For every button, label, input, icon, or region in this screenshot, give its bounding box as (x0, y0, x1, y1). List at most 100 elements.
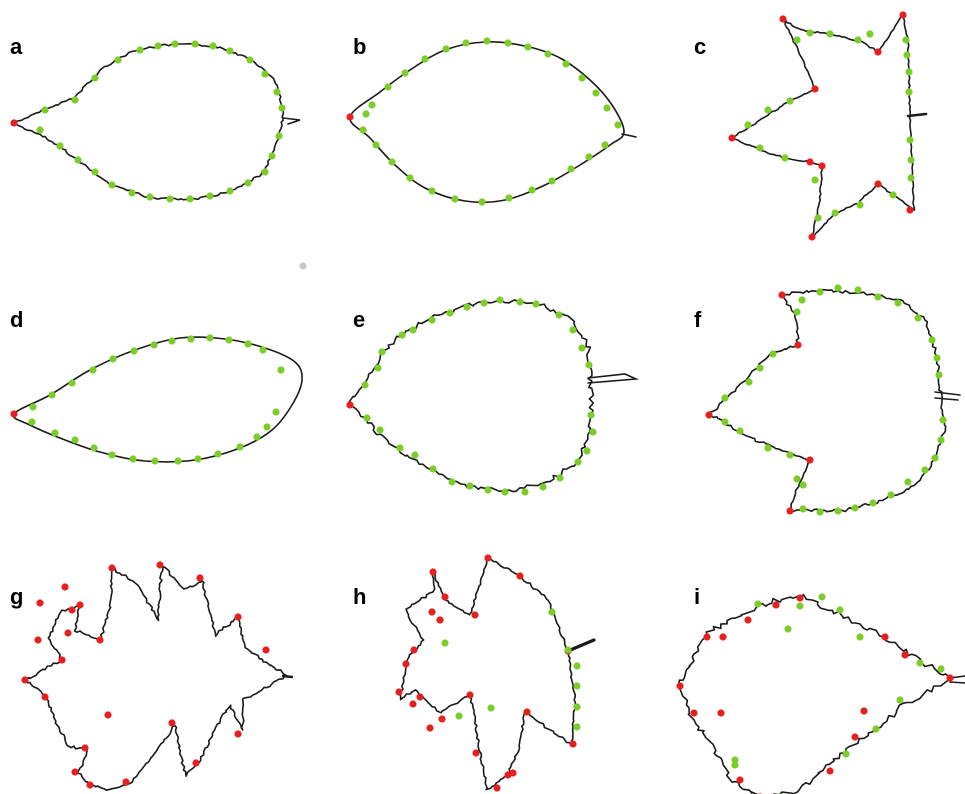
landmark-point-green (448, 478, 456, 486)
landmark-point-green (573, 723, 581, 731)
landmark-point-red (899, 11, 907, 19)
landmark-point-green (933, 354, 941, 362)
landmark-point-green (466, 482, 474, 490)
landmark-point-green (89, 366, 97, 374)
landmark-point-red (796, 594, 804, 602)
landmark-point-green (799, 481, 807, 489)
landmark-point-green (56, 142, 64, 150)
panel-label-a: a (10, 34, 23, 59)
landmark-point-green (931, 454, 939, 462)
landmark-point-green (781, 154, 789, 162)
landmark-point-red (402, 660, 410, 668)
leaf-i-outline (677, 593, 952, 794)
landmark-point-green (826, 30, 834, 38)
landmark-point-green (363, 414, 371, 422)
landmark-point-green (816, 508, 824, 516)
landmark-point-green (836, 606, 844, 614)
landmark-point-green (585, 361, 593, 369)
landmark-point-green (834, 507, 842, 515)
landmark-point-green (378, 348, 386, 356)
landmark-point-green (191, 40, 199, 48)
landmark-point-green (186, 195, 194, 203)
landmark-point-red (58, 656, 66, 664)
landmark-point-green (756, 144, 764, 152)
landmark-point-green (928, 336, 936, 344)
landmark-point-red (523, 708, 531, 716)
landmark-point-green (273, 88, 281, 96)
landmark-point-green (441, 639, 449, 647)
landmark-point-green (154, 42, 162, 50)
landmark-point-red (416, 693, 424, 701)
landmark-point-green (906, 136, 914, 144)
landmark-point-green (275, 132, 283, 140)
landmark-point-green (261, 70, 269, 78)
landmark-point-red (21, 676, 29, 684)
landmark-point-green (573, 662, 581, 670)
landmark-point-red (493, 784, 501, 792)
landmark-point-red (690, 709, 698, 717)
landmark-point-green (907, 156, 915, 164)
landmark-point-green (592, 89, 600, 97)
landmark-point-green (799, 505, 807, 513)
landmark-point-green (764, 444, 772, 452)
landmark-point-green (745, 378, 753, 386)
landmark-point-green (272, 408, 280, 416)
landmark-point-green (277, 366, 285, 374)
landmark-point-red (728, 134, 736, 142)
landmark-point-green (811, 176, 819, 184)
landmark-point-green (548, 608, 556, 616)
landmark-point-green (564, 646, 572, 654)
leaf-e-petiole (587, 373, 640, 384)
landmark-point-red (395, 688, 403, 696)
landmark-point-green (29, 403, 37, 411)
landmark-point-red (346, 401, 354, 409)
landmark-point-red (34, 636, 42, 644)
landmark-point-green (226, 187, 234, 195)
landmark-point-green (130, 347, 138, 355)
landmark-point-green (573, 703, 581, 711)
landmark-point-red (744, 616, 752, 624)
landmark-point-red (64, 629, 72, 637)
landmark-point-green (487, 704, 495, 712)
landmark-point-red (409, 700, 417, 708)
landmark-point-green (90, 444, 98, 452)
landmark-point-green (166, 195, 174, 203)
landmark-point-green (601, 141, 609, 149)
landmark-point-red (806, 456, 814, 464)
landmark-point-green (478, 198, 486, 206)
landmark-point-red (36, 599, 44, 607)
landmark-point-green (376, 426, 384, 434)
landmark-point-green (480, 299, 488, 307)
landmark-point-green (421, 55, 429, 63)
leaf-a-petiole (282, 117, 301, 125)
landmark-point-red (509, 769, 517, 777)
landmark-point-green (368, 101, 376, 109)
landmark-point-green (784, 625, 792, 633)
panel-label-h: h (353, 584, 367, 609)
landmark-point-green (578, 344, 586, 352)
landmark-point-red (441, 593, 449, 601)
landmark-point-green (896, 696, 904, 704)
landmark-point-green (754, 600, 762, 608)
landmark-point-green (51, 429, 59, 437)
landmark-point-red (122, 778, 130, 786)
landmark-point-green (406, 174, 414, 182)
landmark-point-red (234, 730, 242, 738)
panel-label-b: b (353, 34, 367, 59)
landmark-point-green (916, 659, 924, 667)
landmark-point-green (372, 141, 380, 149)
landmark-point-green (388, 158, 396, 166)
landmark-point-green (856, 201, 864, 209)
landmark-point-green (428, 187, 436, 195)
landmark-point-red (10, 410, 18, 418)
landmark-point-green (548, 177, 556, 185)
landmark-point-red (779, 15, 787, 23)
landmark-point-red (772, 601, 780, 609)
landmark-point-green (74, 156, 82, 164)
landmark-point-red (466, 691, 474, 699)
landmark-point-green (721, 418, 729, 426)
landmark-point-green (174, 457, 182, 465)
panel-label-d: d (10, 307, 24, 332)
landmark-point-green (244, 179, 252, 187)
